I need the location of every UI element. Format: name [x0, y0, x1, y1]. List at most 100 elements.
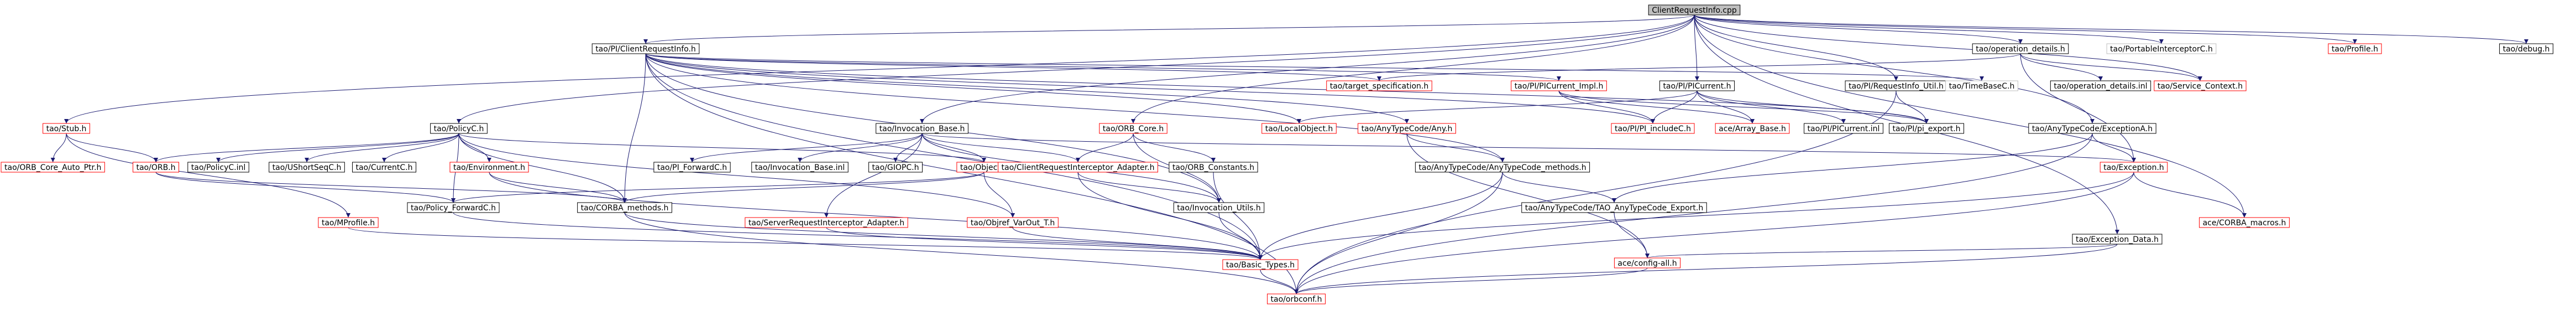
- edge-orbcore-h-to-orbconst-h: [1133, 133, 1216, 163]
- edge-pcimpl-h-to-piexport-h: [1558, 90, 1929, 124]
- edge-cri-h-to-versioned-h: [645, 53, 1299, 294]
- node-pcimpl-h[interactable]: tao/PI/PICurrent_Impl.h: [1511, 80, 1607, 91]
- node-box: [132, 162, 180, 173]
- node-box: [352, 162, 417, 173]
- node-picurrent-inl[interactable]: tao/PI/PICurrent.inl: [1804, 123, 1883, 134]
- edge-policyfwd-h-to-basictypes-h: [453, 212, 1263, 260]
- edge-cri-h-to-timebase-h: [645, 53, 1984, 81]
- node-object-h[interactable]: tao/Object.h: [956, 162, 1012, 173]
- node-exca-h[interactable]: tao/AnyTypeCode/ExceptionA.h: [2028, 123, 2156, 134]
- edge-invbase-h-to-piforward-h: [690, 133, 923, 163]
- node-acecorba-h[interactable]: ace/CORBA_macros.h: [2199, 217, 2290, 228]
- node-riutil-h[interactable]: tao/PI/RequestInfo_Util.h: [1845, 80, 1947, 91]
- edge-taoexport-h-to-aceconfig-h: [1614, 212, 1650, 259]
- edge-anyimpl-h-to-aceconfig-h: [1406, 133, 1650, 259]
- node-label: tao/Objref_VarOut_T.h: [971, 219, 1055, 228]
- node-corbameth-h[interactable]: tao/CORBA_methods.h: [577, 202, 672, 213]
- node-arraybase-h[interactable]: ace/Array_Base.h: [1715, 123, 1790, 134]
- node-box: [2499, 43, 2553, 54]
- edge-opdet-h-to-opdet-inl: [2020, 53, 2103, 81]
- edge-orb-h-to-corbameth-h: [155, 172, 627, 203]
- node-anyimpl-h[interactable]: tao/AnyTypeCode/Any.h: [1358, 123, 1456, 134]
- edge-cri-h-to-target-h: [645, 53, 1381, 81]
- node-pcurrent-h[interactable]: tao/PI/PICurrent.h: [1659, 80, 1735, 91]
- edge-riutil-h-to-piexport-h: [1896, 90, 1929, 124]
- node-root[interactable]: ClientRequestInfo.cpp: [1648, 4, 1741, 16]
- node-debug-h[interactable]: tao/debug.h: [2499, 43, 2553, 54]
- node-taoexport-h[interactable]: tao/AnyTypeCode/TAO_AnyTypeCode_Export.h: [1521, 202, 1707, 213]
- node-ushortseq-h[interactable]: tao/UShortSeqC.h: [269, 162, 345, 173]
- node-box: [318, 217, 379, 228]
- edge-root-to-exca-h: [1694, 14, 2095, 124]
- node-box: [1222, 259, 1299, 270]
- node-policyc-h[interactable]: tao/PolicyC.h: [430, 123, 488, 134]
- edge-root-to-opdet-h: [1694, 14, 2023, 44]
- node-criadapter-h[interactable]: tao/ClientRequestInterceptor_Adapter.h: [998, 162, 1158, 173]
- node-label: tao/debug.h: [2503, 45, 2550, 54]
- node-exception-h[interactable]: tao/Exception.h: [2099, 162, 2168, 173]
- node-policyfwd-h[interactable]: tao/Policy_ForwardC.h: [407, 202, 500, 213]
- node-piforward-h[interactable]: tao/PI_ForwardC.h: [653, 162, 731, 173]
- node-target-h[interactable]: tao/target_specification.h: [1326, 80, 1432, 91]
- node-box: [591, 43, 700, 54]
- edge-root-to-policyc-h: [457, 14, 1695, 124]
- node-label: tao/PortableInterceptorC.h: [2110, 45, 2213, 54]
- node-piexport-h[interactable]: tao/PI/pi_export.h: [1888, 123, 1965, 134]
- edge-excdata-h-to-aceconfig-h: [1645, 244, 2118, 259]
- node-timebase-h[interactable]: tao/TimeBaseC.h: [1945, 80, 2018, 91]
- node-box: [1972, 43, 2069, 54]
- node-label: tao/ClientRequestInterceptor_Adapter.h: [1002, 163, 1155, 172]
- node-orbcoreauto-h[interactable]: tao/ORB_Core_Auto_Ptr.h: [1, 162, 105, 173]
- node-policyc-inl[interactable]: tao/PolicyC.inl: [187, 162, 249, 173]
- node-label: tao/LocalObject.h: [1265, 125, 1333, 133]
- node-portable-h[interactable]: tao/PortableInterceptorC.h: [2106, 43, 2217, 54]
- node-invbase-inl[interactable]: tao/Invocation_Base.inl: [751, 162, 849, 173]
- node-anymeth-h[interactable]: tao/AnyTypeCode/AnyTypeCode_methods.h: [1415, 162, 1590, 173]
- node-orb-h[interactable]: tao/ORB.h: [132, 162, 180, 173]
- edge-opdet-h-to-target-h: [1377, 53, 2021, 81]
- node-piinclude-h[interactable]: tao/PI/PI_includeC.h: [1611, 123, 1695, 134]
- node-box: [1659, 80, 1735, 91]
- node-opdet-inl[interactable]: tao/operation_details.inl: [2050, 80, 2151, 91]
- node-versioned-h[interactable]: tao/orbconf.h: [1267, 293, 1326, 304]
- edge-anymeth-h-to-basictypes-h: [1258, 172, 1503, 260]
- node-label: tao/Invocation_Base.inl: [755, 163, 845, 172]
- node-giopc-h[interactable]: tao/GIOPC.h: [868, 162, 923, 173]
- edge-corbameth-h-to-basictypes-h: [624, 212, 1263, 260]
- node-invbase-h[interactable]: tao/Invocation_Base.h: [876, 123, 968, 134]
- node-box: [2106, 43, 2217, 54]
- node-opdet-h[interactable]: tao/operation_details.h: [1972, 43, 2069, 54]
- edge-root-to-orbcore-h: [1131, 14, 1695, 124]
- node-label: tao/orbconf.h: [1271, 295, 1322, 304]
- edge-policyc-h-to-object-h: [458, 133, 986, 163]
- edge-cri-h-to-pcimpl-h: [645, 53, 1561, 81]
- node-localobj-h[interactable]: tao/LocalObject.h: [1261, 123, 1337, 134]
- node-label: tao/PI/PICurrent_Impl.h: [1515, 82, 1604, 91]
- edge-root-to-cri-h: [643, 14, 1695, 44]
- node-label: tao/Exception.h: [2103, 163, 2164, 172]
- node-svcctx-h[interactable]: tao/Service_Context.h: [2154, 80, 2247, 91]
- node-basictypes-h[interactable]: tao/Basic_Types.h: [1222, 259, 1299, 270]
- node-profile-h[interactable]: tao/Profile.h: [2328, 43, 2382, 54]
- node-invutils-h[interactable]: tao/Invocation_Utils.h: [1173, 202, 1265, 213]
- node-mprofile-h[interactable]: tao/MProfile.h: [318, 217, 379, 228]
- node-currentc-h[interactable]: tao/CurrentC.h: [352, 162, 417, 173]
- node-objref-h[interactable]: tao/Objref_VarOut_T.h: [967, 217, 1059, 228]
- node-env-h[interactable]: tao/Environment.h: [449, 162, 529, 173]
- node-box: [1888, 123, 1965, 134]
- node-sriadapter-h[interactable]: tao/ServerRequestInterceptor_Adapter.h: [745, 217, 908, 228]
- edge-exception-h-to-versioned-h: [1294, 172, 2134, 294]
- node-stub-h[interactable]: tao/Stub.h: [43, 123, 90, 134]
- edge-exca-h-to-exception-h: [2092, 133, 2136, 163]
- edge-policyc-h-to-currentc-h: [382, 133, 459, 163]
- node-box: [407, 202, 500, 213]
- node-label: tao/Profile.h: [2332, 45, 2378, 54]
- node-aceconfig-h[interactable]: ace/config-all.h: [1614, 257, 1681, 268]
- node-box: [1611, 123, 1695, 134]
- edge-root-to-riutil-h: [1694, 14, 1898, 81]
- node-cri-h[interactable]: tao/PI/ClientRequestInfo.h: [591, 43, 700, 54]
- node-orbconst-h[interactable]: tao/ORB_Constants.h: [1169, 162, 1258, 173]
- node-box: [1261, 123, 1337, 134]
- node-orbcore-h[interactable]: tao/ORB_Core.h: [1099, 123, 1167, 134]
- node-excdata-h[interactable]: tao/Exception_Data.h: [2072, 234, 2163, 245]
